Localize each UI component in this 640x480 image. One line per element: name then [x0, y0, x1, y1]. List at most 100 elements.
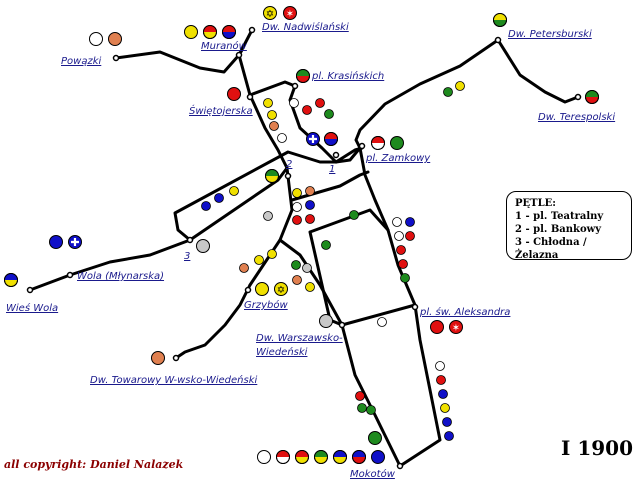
stop-loop1 [332, 151, 340, 159]
stop-powazki [112, 54, 120, 62]
stop-muranow [235, 51, 243, 59]
copyright-notice: all copyright: Daniel Nalazek [4, 458, 184, 471]
line-wiedenski-aleksandra [340, 303, 417, 327]
label-pl-krasinskich: pl. Krasińskich [311, 70, 384, 82]
map-year: I 1900 [561, 436, 633, 460]
stop-terespolski [574, 93, 582, 101]
label-wies-wola: Wieś Wola [6, 302, 58, 314]
stop-wiedenski [338, 321, 346, 329]
stop-nadwislanski [248, 26, 256, 34]
line-center-rect [308, 208, 390, 327]
route-badge-star [449, 320, 463, 334]
route-badge-star [263, 6, 277, 20]
stop-mokotow [396, 462, 404, 470]
route-badge-split [314, 450, 328, 464]
label-muranow: Muranów [201, 40, 248, 52]
stop-wies-wola [26, 286, 34, 294]
route-badge-star [274, 282, 288, 296]
line-petersburski-terespolski [496, 38, 580, 104]
label-dw-towarowy: Dw. Towarowy W-wsko-Wiedeński [90, 374, 258, 386]
route-badge [108, 32, 122, 46]
route-badge [196, 239, 210, 253]
line-powazki-muranow [114, 48, 244, 74]
line-muranow-krasinskich [248, 80, 338, 164]
stop-krasinskich [291, 82, 299, 90]
route-badge-split [203, 25, 217, 39]
route-badge [371, 450, 385, 464]
route-badge-star [283, 6, 297, 20]
svg-text:✚: ✚ [308, 134, 317, 146]
label-pl-sw-aleksandra: pl. św. Aleksandra [419, 306, 510, 318]
route-badge [49, 235, 63, 249]
route-badge-split [265, 169, 279, 183]
route-badge-split [4, 273, 18, 287]
route-badge [68, 235, 82, 249]
route-badge [255, 282, 269, 296]
route-badge [184, 25, 198, 39]
route-badge-split [352, 450, 366, 464]
line-aleksandra-mokotow [398, 303, 442, 468]
legend-item-1: 1 - pl. Teatralny [515, 211, 604, 222]
line-zamkowy-aleksandra [358, 146, 417, 307]
line-loop2-wiedenski [290, 170, 370, 202]
loop-marker-3: 3 [184, 251, 190, 262]
label-swietojerska: Świętojerska [189, 104, 253, 117]
legend-title: PĘTLE: [515, 198, 556, 209]
label-dw-warszawsko-wiedenski-2: Wiedeński [256, 346, 308, 358]
route-badges: ✡ ✶ ✚ ✚ ✡ ✶ [4, 6, 599, 464]
route-badge-split [585, 90, 599, 104]
station-labels: Powązki Muranów Dw. Nadwiślański Dw. Pet… [6, 21, 615, 480]
line-loop1-loop2 [173, 150, 338, 242]
svg-text:✶: ✶ [452, 323, 460, 334]
route-badge-split [333, 450, 347, 464]
label-wola-mlynarska: Wola (Młynarska) [77, 271, 164, 282]
line-muranow-nadwislanski [237, 28, 254, 57]
route-badge-split [222, 25, 236, 39]
legend-item-3: 3 - Chłodna / Żelazna [515, 237, 587, 261]
route-badge-split [276, 450, 290, 464]
label-dw-petersburski: Dw. Petersburski [508, 29, 592, 40]
route-badge [390, 136, 404, 150]
label-dw-warszawsko-wiedenski-1: Dw. Warszawsko- [256, 333, 343, 344]
line-grzybow-towarowy [174, 283, 252, 360]
line-krasinskich-zamkowy [334, 146, 362, 164]
stop-swietojerska [246, 93, 254, 101]
route-badge-split [295, 450, 309, 464]
svg-text:✡: ✡ [266, 9, 274, 20]
route-badge [430, 320, 444, 334]
loop-marker-2: 2 [286, 159, 292, 170]
legend-item-2: 2 - pl. Bankowy [515, 224, 602, 235]
stop-loop3 [186, 236, 194, 244]
route-badge [319, 314, 333, 328]
line-petersburski-zamkowy [354, 38, 500, 150]
label-dw-nadwislanski: Dw. Nadwiślański [262, 21, 349, 33]
route-badge-split [296, 69, 310, 83]
stop-towarowy [172, 354, 180, 362]
route-badge-split [493, 13, 507, 27]
label-dw-terespolski: Dw. Terespolski [538, 112, 615, 123]
tram-lines [28, 28, 580, 468]
label-grzybow: Grzybów [244, 299, 288, 311]
stop-loop2 [284, 172, 292, 180]
svg-text:✡: ✡ [277, 285, 285, 296]
route-badge-split [371, 136, 385, 150]
stop-zamkowy [358, 142, 366, 150]
label-mokotow: Mokotów [350, 468, 396, 480]
line-loop2-loop3 [188, 166, 289, 242]
label-pl-zamkowy: pl. Zamkowy [365, 153, 431, 164]
route-badge [368, 431, 382, 445]
stop-dots [26, 26, 582, 470]
route-badge [257, 450, 271, 464]
route-badge-split [324, 132, 338, 146]
loops-legend: PĘTLE: 1 - pl. Teatralny 2 - pl. Bankowy… [506, 191, 632, 261]
stop-petersburski [494, 36, 502, 44]
route-badge [151, 351, 165, 365]
label-powazki: Powązki [61, 56, 101, 67]
line-wiedenski-mokotow [340, 323, 402, 468]
loop-marker-1: 1 [329, 164, 335, 175]
svg-text:✶: ✶ [286, 9, 294, 20]
route-dots [201, 81, 465, 441]
line-wies-wola-loop3 [28, 238, 192, 292]
